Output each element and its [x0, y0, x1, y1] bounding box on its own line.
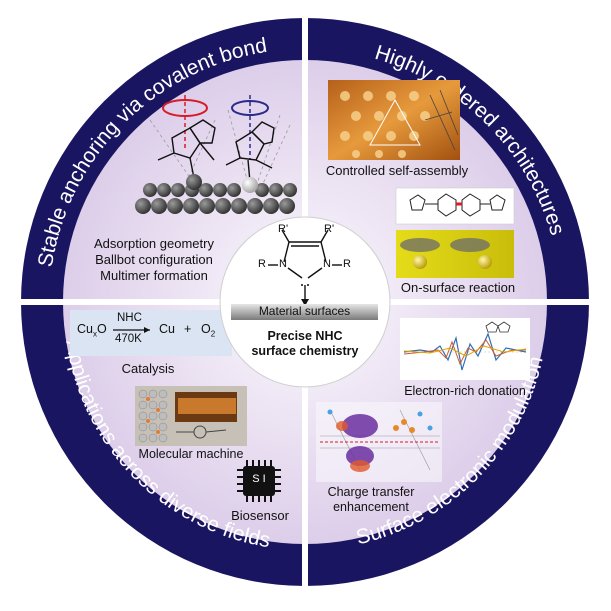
label-enhancement: enhancement: [333, 500, 409, 514]
label-adsorption-geometry: Adsorption geometry: [94, 236, 214, 251]
inner-quadrant-top-left: [63, 60, 305, 302]
molecular-machine-image: [135, 386, 247, 446]
center-title-line1: Precise NHC: [267, 329, 343, 343]
electron-rich-donation-plot: [400, 318, 530, 380]
label-controlled-self-assembly: Controlled self-assembly: [325, 163, 469, 178]
biosensor-chip-icon: [237, 460, 281, 502]
label-charge-transfer: Charge transfer: [327, 485, 415, 499]
center-title-line2: surface chemistry: [251, 344, 359, 358]
material-surface-bar: [231, 304, 378, 320]
nhc-n-right: N: [323, 258, 331, 270]
label-electron-rich-donation: Electron-rich donation: [404, 384, 526, 398]
reaction-product-cu: Cu: [159, 322, 175, 336]
rotation-arrow-blue: [231, 100, 269, 116]
label-on-surface-reaction: On-surface reaction: [400, 280, 516, 295]
label-catalysis: Catalysis: [121, 361, 175, 376]
on-surface-reaction-scheme: [395, 187, 515, 278]
center-disc: [219, 216, 391, 388]
chip-text: S I: [252, 473, 266, 485]
reaction-plus: +: [184, 322, 192, 336]
adsorption-illustration: [135, 95, 297, 214]
nhc-n-left: N: [279, 258, 287, 270]
self-assembly-stm-image: [328, 80, 460, 160]
nhc-structure-icon: [268, 229, 342, 302]
reaction-condition: 470K: [115, 333, 142, 345]
nhc-r-right: R: [343, 258, 351, 270]
reaction-reactant: CuxO: [77, 322, 107, 339]
label-multimer-formation: Multimer formation: [100, 268, 208, 283]
nhc-r-prime-left: R': [278, 223, 289, 235]
label-ballbot-configuration: Ballbot configuration: [95, 252, 213, 267]
charge-transfer-plot: [316, 402, 442, 482]
label-molecular-machine: Molecular machine: [138, 447, 244, 461]
label-biosensor: Biosensor: [231, 508, 289, 523]
material-surfaces-label: Material surfaces: [258, 304, 351, 318]
reaction-product-o2: O2: [201, 322, 216, 339]
nhc-r-prime-right: R': [324, 223, 335, 235]
reaction-reagent: NHC: [117, 312, 142, 324]
catalysis-panel: [70, 310, 232, 356]
nhc-r-left: R: [258, 258, 266, 270]
